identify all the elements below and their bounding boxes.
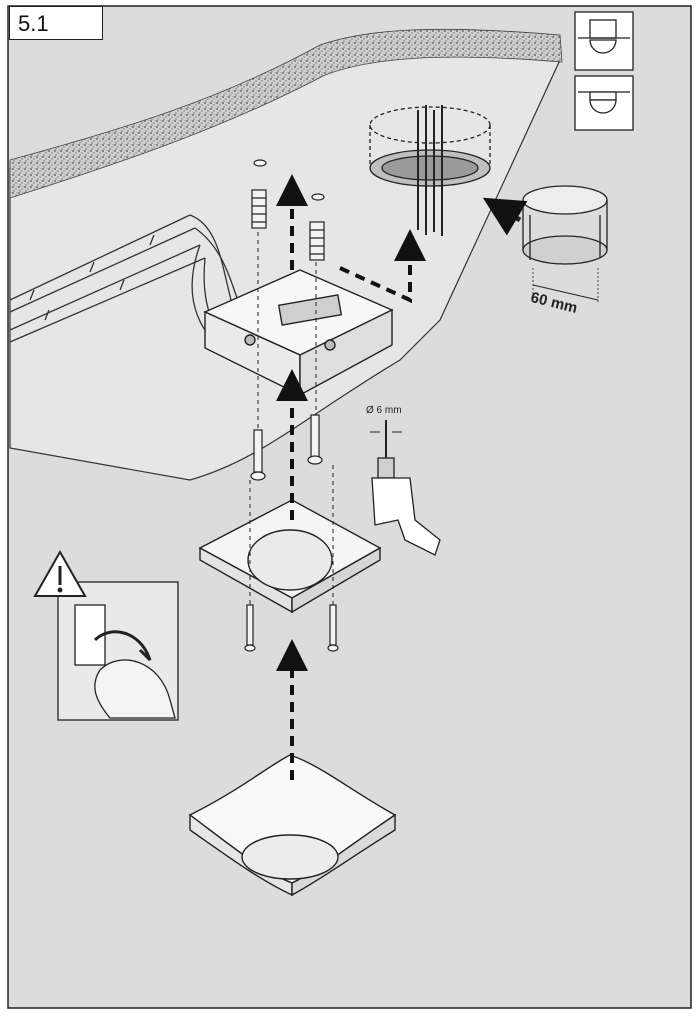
dimension-60mm [532,284,599,301]
mount-option-icons [574,11,634,131]
cable-conduits [9,214,271,371]
flush-box-ceiling [369,105,491,236]
sensor-cover [188,754,397,897]
step-label: 5.1 [9,6,103,40]
wall-plugs [251,159,325,261]
warning-callout [33,549,179,721]
alignment-lines [249,232,334,605]
screws-middle [250,414,323,481]
drill-icon [370,420,441,556]
assembly-arrows [276,174,426,780]
flush-box-side [482,185,608,302]
dimension-drill-diameter: Ø 6 mm [366,405,402,416]
ceiling-concrete-edge [9,28,563,199]
mounting-plate [198,499,382,614]
